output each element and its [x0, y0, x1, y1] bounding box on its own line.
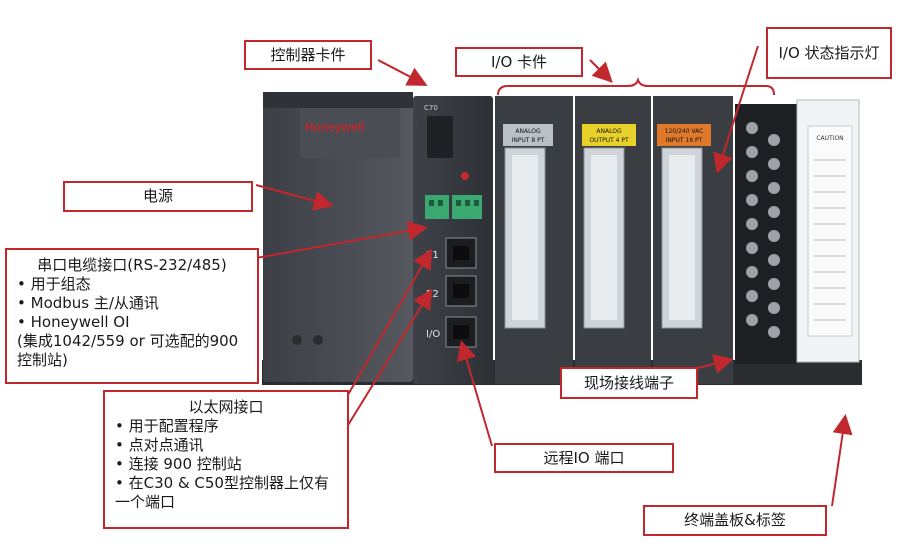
callout-serial-item: 用于组态 [17, 275, 247, 294]
cpu-module: C70 E1 E2 I/O [413, 96, 493, 384]
callout-serial-extra: (集成1042/559 or 可选配的900 控制站) [17, 332, 239, 369]
card-1-line1: ANALOG [515, 128, 541, 135]
callout-serial-item: Modbus 主/从通讯 [17, 294, 247, 313]
callout-end-cover-text: 终端盖板&标签 [684, 511, 786, 529]
callout-controller-card-text: 控制器卡件 [270, 45, 346, 64]
arrow-end-cover [831, 414, 853, 507]
callout-power: 电源 [63, 181, 253, 212]
ethernet-port-e1 [445, 237, 477, 269]
callout-ethernet-item: 点对点通讯 [115, 436, 337, 455]
port-label-e1: E1 [426, 250, 439, 261]
arrow-io-card [589, 59, 613, 83]
arrow-power [255, 184, 334, 211]
arrow-controller-card [377, 59, 428, 86]
port-label-e2: E2 [426, 289, 439, 300]
callout-io-status-text: I/O 状态指示灯 [778, 43, 880, 62]
end-cover-panel: CAUTION [796, 99, 860, 363]
arrow-ethernet-e1 [344, 248, 432, 401]
arrow-remote-io [456, 340, 493, 447]
card-3-label-plate [657, 124, 711, 146]
card-1-line2: INPUT 8 PT [512, 137, 545, 144]
arrow-io-status [713, 45, 759, 174]
callout-end-cover: 终端盖板&标签 [643, 505, 827, 536]
callout-field-terminal-text: 现场接线端子 [583, 373, 674, 392]
callout-ethernet-title: 以太网接口 [188, 398, 264, 416]
card-3-line1: 120/240 VAC [665, 128, 704, 135]
callout-io-status: I/O 状态指示灯 [766, 27, 892, 79]
io-card-1: ANALOG INPUT 8 PT [495, 96, 573, 384]
callout-ethernet-item: 在C30 & C50型控制器上仅有一个端口 [115, 474, 337, 512]
arrow-ethernet-e2 [344, 288, 433, 431]
callout-remote-io: 远程IO 端口 [494, 443, 674, 473]
serial-connector-left [425, 195, 449, 219]
arrow-serial [255, 220, 428, 259]
card-2-line2: OUTPUT 4 PT [589, 137, 629, 144]
run-program-switch [461, 172, 469, 180]
callout-arrows [255, 45, 853, 507]
remote-io-port [445, 316, 477, 348]
callout-ethernet-item: 用于配置程序 [115, 417, 337, 436]
callout-io-card-text: I/O 卡件 [490, 52, 548, 71]
card-3-line2: INPUT 16 PT [666, 137, 703, 144]
card-2-label-plate [582, 124, 636, 146]
callout-field-terminal: 现场接线端子 [560, 367, 698, 399]
callout-ethernet-item: 连接 900 控制站 [115, 455, 337, 474]
card-2-line1: ANALOG [596, 128, 622, 135]
callout-remote-io-text: 远程IO 端口 [543, 448, 625, 467]
brand-logo: Honeywell [305, 120, 364, 134]
power-supply-module: Honeywell [263, 92, 413, 382]
serial-connector-right [452, 195, 482, 219]
io-card-2: ANALOG OUTPUT 4 PT [575, 96, 651, 384]
cpu-model-label: C70 [424, 104, 438, 112]
callout-serial-item: Honeywell OI [17, 313, 247, 332]
callout-power-text: 电源 [142, 187, 173, 205]
field-terminal-block [735, 104, 797, 364]
card-1-label-plate [503, 124, 553, 146]
callout-serial-list: 用于组态 Modbus 主/从通讯 Honeywell OI [17, 275, 247, 332]
callout-ethernet: 以太网接口 用于配置程序 点对点通讯 连接 900 控制站 在C30 & C50… [103, 390, 349, 529]
callout-serial: 串口电缆接口(RS-232/485) 用于组态 Modbus 主/从通讯 Hon… [5, 248, 259, 384]
callout-ethernet-list: 用于配置程序 点对点通讯 连接 900 控制站 在C30 & C50型控制器上仅… [115, 417, 337, 512]
port-label-io: I/O [426, 329, 440, 340]
callout-controller-card: 控制器卡件 [244, 40, 372, 70]
callout-io-card: I/O 卡件 [455, 47, 583, 77]
cover-caution-text: CAUTION [816, 135, 843, 142]
ethernet-port-e2 [445, 275, 477, 307]
callout-serial-title: 串口电缆接口(RS-232/485) [37, 256, 227, 274]
io-card-3: 120/240 VAC INPUT 16 PT [653, 96, 733, 384]
io-card-bracket [497, 76, 775, 96]
